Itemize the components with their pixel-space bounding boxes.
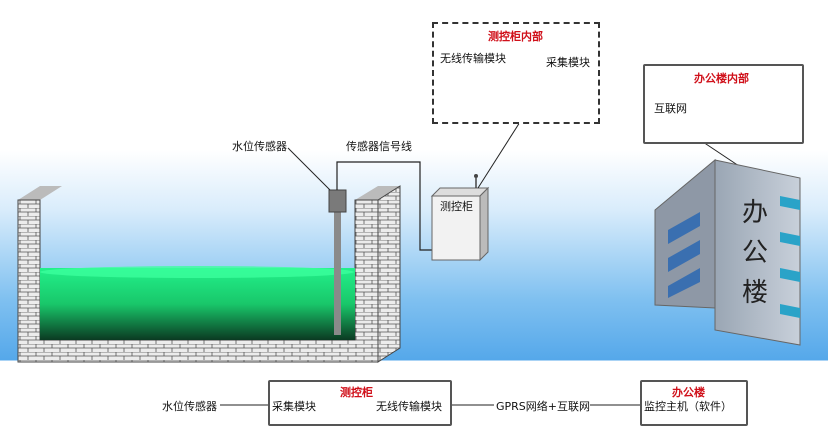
cabinet-inside-panel bbox=[432, 22, 600, 124]
flow-office-title: 办公楼 bbox=[672, 386, 705, 399]
wireless-module-label: 无线传输模块 bbox=[440, 52, 506, 65]
sensor-signal-cable bbox=[336, 161, 432, 251]
building-char-2: 公 bbox=[742, 238, 769, 268]
flow-wireless: 无线传输模块 bbox=[376, 400, 442, 413]
water-tank bbox=[17, 185, 401, 363]
building-char-3: 楼 bbox=[742, 278, 769, 308]
water-level-sensor bbox=[328, 189, 347, 213]
office-inside-panel bbox=[643, 64, 804, 144]
office-building bbox=[654, 158, 801, 346]
control-cabinet bbox=[430, 174, 490, 262]
sensor-cable-label: 传感器信号线 bbox=[346, 140, 412, 153]
flow-cabinet-title: 测控柜 bbox=[340, 386, 373, 399]
water-body bbox=[40, 268, 355, 340]
building-char-1: 办 bbox=[742, 198, 769, 228]
flow-sensor: 水位传感器 bbox=[162, 400, 217, 413]
flow-monitor: 监控主机（软件） bbox=[644, 400, 732, 413]
cabinet-inside-title: 测控柜内部 bbox=[488, 30, 543, 43]
flow-cabinet-box bbox=[268, 380, 452, 426]
flow-acquisition: 采集模块 bbox=[272, 400, 316, 413]
water-sensor-label: 水位传感器 bbox=[232, 140, 287, 153]
flow-network: GPRS网络+互联网 bbox=[496, 400, 590, 413]
acquisition-module-label: 采集模块 bbox=[546, 56, 590, 69]
office-inside-title: 办公楼内部 bbox=[694, 72, 749, 85]
cabinet-label: 测控柜 bbox=[440, 200, 473, 213]
sensor-rod bbox=[334, 205, 341, 335]
flow-office-box bbox=[640, 380, 748, 426]
internet-label: 互联网 bbox=[654, 102, 687, 115]
